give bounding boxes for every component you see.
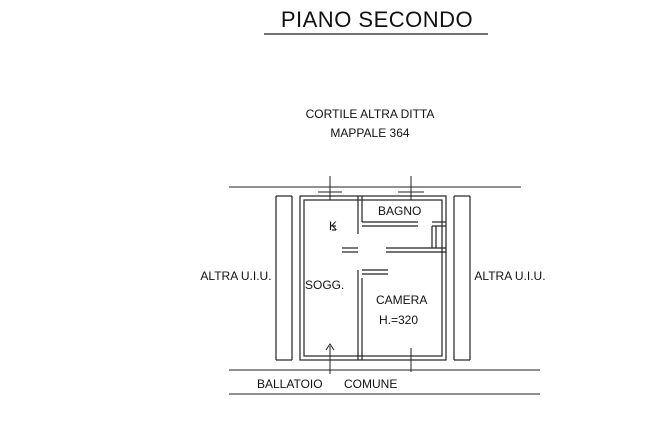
- right-unit-label: ALTRA U.I.U.: [474, 269, 545, 283]
- window-top-left: [318, 176, 342, 200]
- room-label-bathroom: BAGNO: [378, 204, 421, 218]
- right-wall: [453, 195, 471, 361]
- left-wall: [275, 195, 293, 361]
- left-unit-label: ALTRA U.I.U.: [200, 269, 271, 283]
- apartment-outline: [299, 195, 447, 361]
- window-bottom-right: [398, 348, 424, 372]
- room-label-bedroom: CAMERA: [376, 293, 427, 307]
- window-top-right: [398, 176, 424, 200]
- parcel-label: MAPPALE 364: [330, 126, 409, 140]
- interior-wall-vertical: [357, 196, 363, 360]
- courtyard-label: CORTILE ALTRA DITTA: [306, 107, 435, 121]
- room-height-label: H.=320: [379, 313, 418, 327]
- room-label-kitchen: K: [329, 219, 337, 233]
- plan-title: PIANO SECONDO: [281, 7, 473, 32]
- room-label-living: SOGG.: [305, 278, 344, 292]
- partition-stubs: [332, 225, 388, 275]
- bedroom-wall: [386, 226, 446, 253]
- entrance-door: [318, 343, 342, 374]
- gallery-label: BALLATOIO: [257, 377, 323, 391]
- bathroom-wall: [362, 221, 446, 227]
- common-label: COMUNE: [344, 377, 397, 391]
